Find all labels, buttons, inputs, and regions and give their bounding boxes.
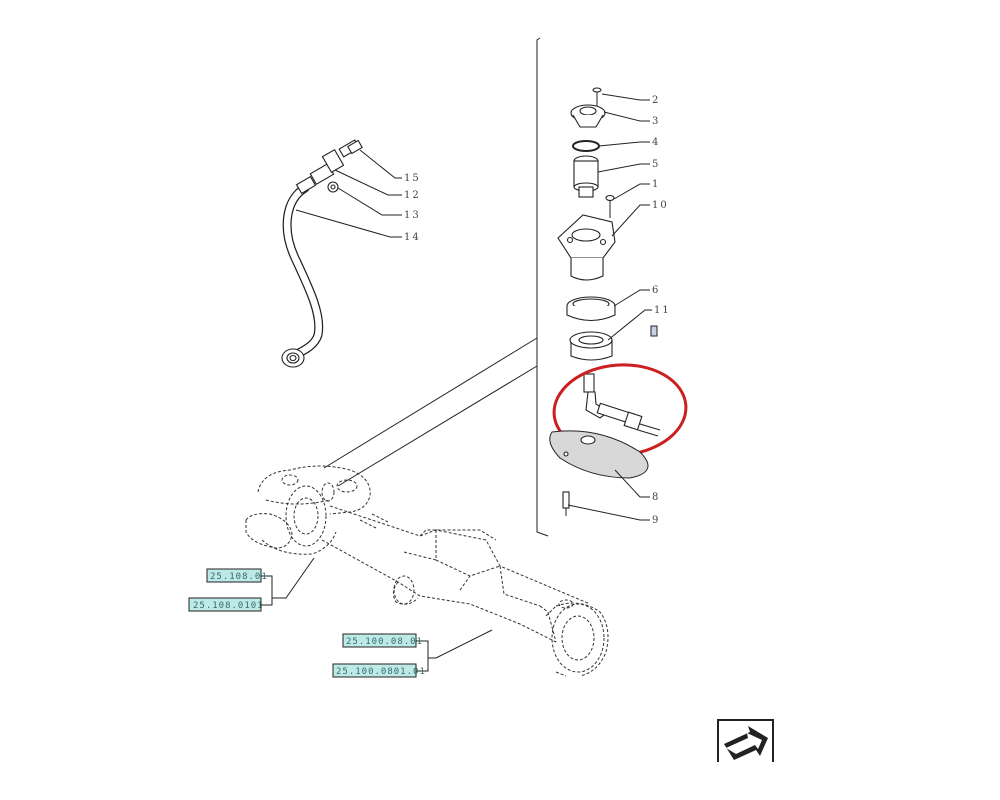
reference-label-2: 25.108.0101 (193, 601, 264, 611)
reference-box-2[interactable]: 25.108.0101 (188, 597, 264, 612)
plate-and-screw (549, 430, 649, 516)
hose-leader-lines (295, 149, 402, 238)
kingpin-parts (557, 87, 658, 361)
reference-label-3: 25.100.08.01 (346, 637, 423, 647)
reference-box-4[interactable]: 25.100.0801.01 (332, 663, 426, 678)
section-bracket (536, 37, 549, 537)
reference-box-1[interactable]: 25.108.01 (206, 568, 268, 583)
sensor-assembly (583, 373, 661, 437)
hose-assembly (281, 139, 363, 368)
callout-8: 8 (652, 492, 660, 503)
callout-5: 5 (652, 159, 660, 170)
callout-1: 1 (652, 179, 660, 190)
front-axle-outline (245, 465, 609, 677)
reference-box-3[interactable]: 25.100.08.01 (342, 633, 423, 648)
callout-13: 13 (404, 210, 421, 221)
projection-lines (323, 337, 538, 487)
callout-3: 3 (652, 116, 660, 127)
callout-6: 6 (652, 285, 660, 296)
callout-4: 4 (652, 137, 660, 148)
callout-11: 11 (654, 305, 671, 316)
callout-14: 14 (404, 232, 421, 243)
callout-10: 10 (652, 200, 669, 211)
callout-2: 2 (652, 95, 660, 106)
callout-15: 15 (404, 173, 421, 184)
reference-leader-lines (261, 557, 493, 672)
next-page-arrow-icon[interactable] (717, 719, 774, 762)
kingpin-leader-lines (567, 93, 652, 521)
callout-12: 12 (404, 190, 421, 201)
callout-9: 9 (652, 515, 660, 526)
reference-label-1: 25.108.01 (210, 572, 268, 582)
reference-label-4: 25.100.0801.01 (336, 667, 426, 677)
